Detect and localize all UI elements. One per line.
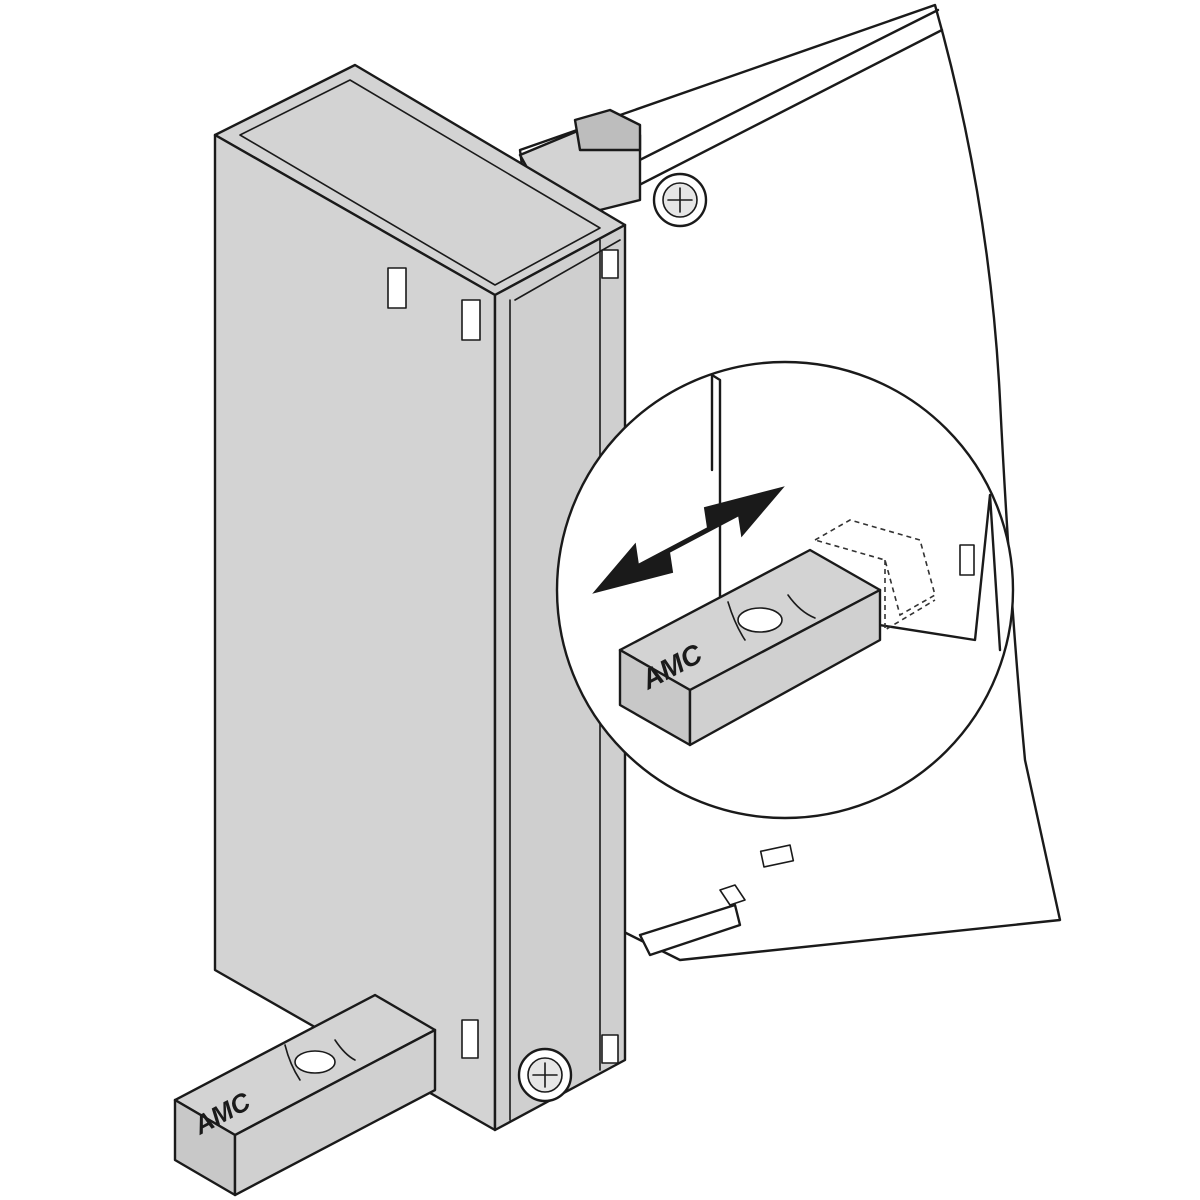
double-arrow-icon: [592, 486, 785, 594]
light-bulb-icon-detail: [727, 594, 816, 641]
module-screw-bottom: [517, 1047, 573, 1103]
detail-inset: AMC: [555, 360, 1015, 820]
amc-handle-detail: AMC: [618, 548, 882, 747]
light-bulb-icon: [284, 1039, 356, 1081]
amc-handle-main: AMC: [173, 993, 437, 1197]
amc-module-body: [213, 63, 627, 1132]
panel-screw-top: [652, 172, 708, 228]
